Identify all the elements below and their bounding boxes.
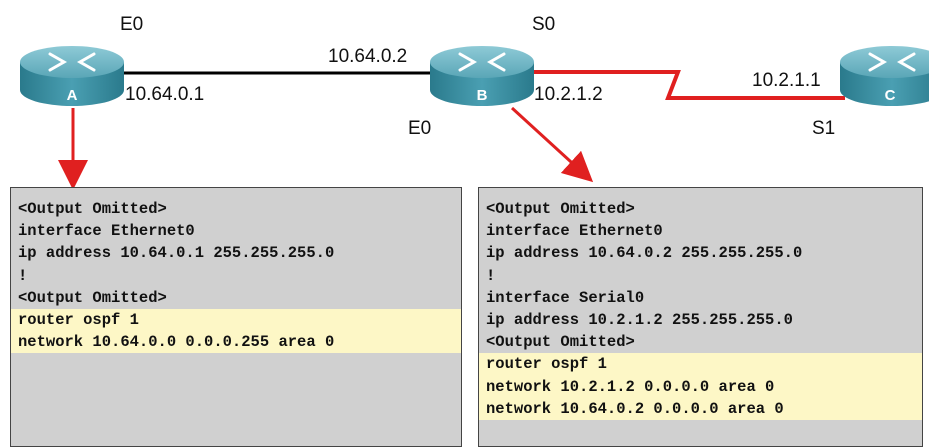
router-a-label: A: [67, 87, 78, 104]
config-line: ip address 10.64.0.1 255.255.255.0: [18, 244, 335, 263]
serial-link-b-c: [525, 70, 845, 100]
config-line: !: [486, 266, 496, 285]
config-line: <Output Omitted>: [18, 200, 167, 218]
config-line: <Output Omitted>: [486, 333, 635, 352]
config-line: interface Serial0: [486, 288, 645, 307]
ospf-config-line: router ospf 1: [11, 308, 461, 332]
router-b-e0-ip-label: 10.64.0.2: [328, 46, 407, 67]
router-c: C: [840, 46, 929, 106]
router-a: A: [20, 46, 124, 106]
ospf-config-line: network 10.64.0.2 0.0.0.0 area 0: [479, 397, 922, 420]
ospf-config-line: network 10.2.1.2 0.0.0.0 area 0: [479, 375, 922, 398]
router-a-ip-label: 10.64.0.1: [125, 84, 204, 105]
router-b-s0-label: S0: [532, 14, 555, 35]
router-c-s1-label: S1: [812, 118, 835, 139]
router-b-s0-ip-label: 10.2.1.2: [534, 84, 603, 105]
router-c-s1-ip-label: 10.2.1.1: [752, 70, 821, 91]
router-b-e0-label: E0: [408, 118, 431, 139]
config-line: ip address 10.2.1.2 255.255.255.0: [486, 310, 793, 329]
config-line: !: [18, 266, 28, 285]
router-arrows-icon: [868, 52, 916, 72]
router-a-config-panel: <Output Omitted> interface Ethernet0 ip …: [10, 187, 462, 447]
config-line: <Output Omitted>: [486, 200, 635, 218]
router-c-label: C: [885, 87, 896, 104]
router-b-config-panel: <Output Omitted> interface Ethernet0 ip …: [478, 187, 923, 447]
config-line: interface Ethernet0: [18, 222, 195, 241]
router-b-label: B: [477, 87, 488, 104]
config-line: ip address 10.64.0.2 255.255.255.0: [486, 244, 803, 263]
arrow-b-config: [510, 106, 594, 183]
config-line: <Output Omitted>: [18, 288, 167, 307]
network-topology: A B C E0 S0 E0 S1 10.64.0.1 10.64.0.2 10…: [20, 14, 929, 190]
config-line: interface Ethernet0: [486, 222, 663, 241]
router-a-e0-label: E0: [120, 14, 143, 35]
router-b: B: [430, 46, 534, 106]
ospf-config-line: network 10.64.0.0 0.0.0.255 area 0: [11, 331, 461, 354]
router-arrows-icon: [48, 52, 96, 72]
router-arrows-icon: [458, 52, 506, 72]
ospf-config-line: router ospf 1: [479, 353, 922, 376]
